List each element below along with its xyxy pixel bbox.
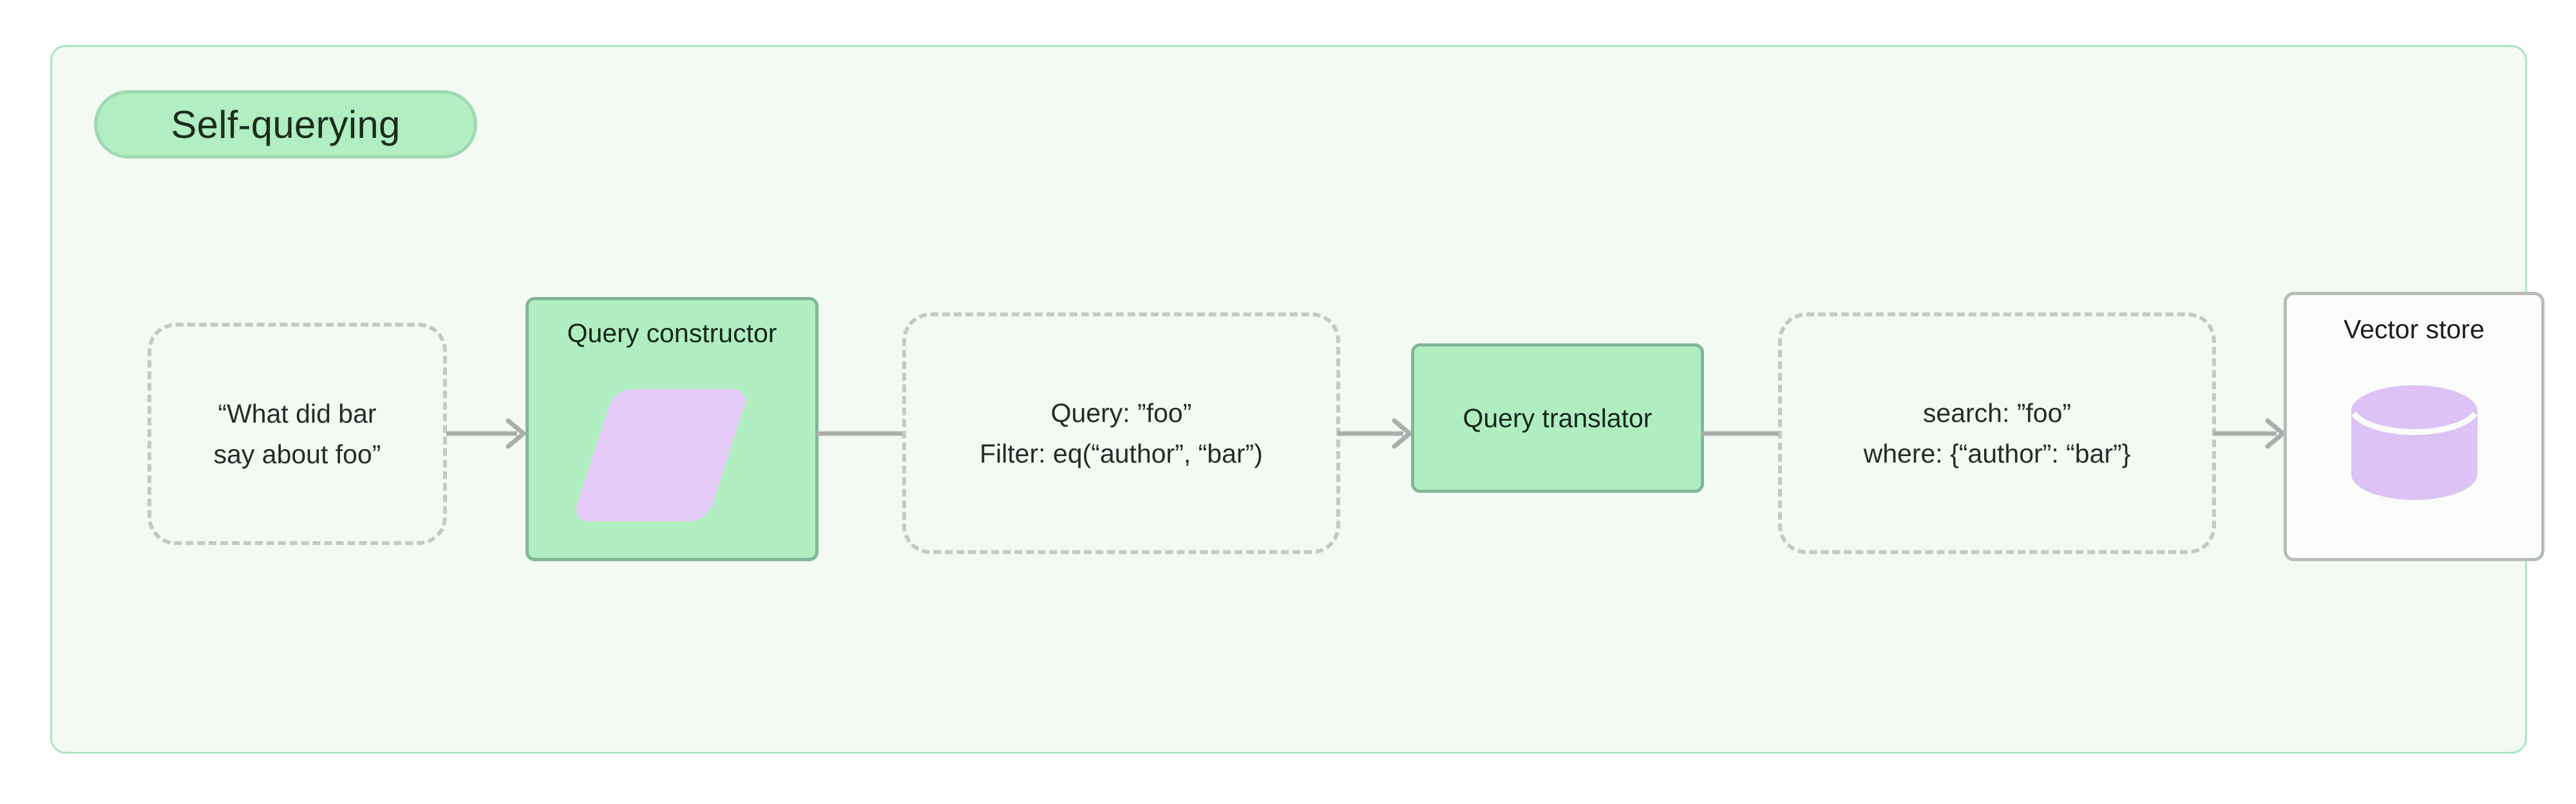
node-translated-query[interactable]: search: ”foo” where: {“author”: “bar”} (1778, 312, 2216, 554)
page-title: Self-querying (171, 102, 401, 146)
arrow-query-constructor-to-structured-query (816, 431, 906, 436)
node-user-query-line-2: say about foo” (213, 439, 381, 469)
node-user-query-line-1: “What did bar (218, 399, 377, 429)
node-translated-query-line-1: search: ”foo” (1922, 398, 2072, 428)
node-structured-query-line-2: Filter: eq(“author”, “bar”) (980, 438, 1263, 468)
flow-row: “What did bar say about foo” Query const… (52, 292, 2544, 561)
arrow-query-translator-to-translated-query (1701, 431, 1782, 436)
self-querying-diagram-frame: Self-querying “What did bar say about fo… (50, 45, 2544, 754)
node-query-constructor[interactable]: Query constructor (526, 297, 819, 561)
node-query-constructor-label: Query constructor (567, 318, 777, 348)
node-vector-store[interactable]: Vector store (2284, 292, 2544, 561)
arrow-user-query-to-query-constructor (446, 418, 526, 449)
node-translated-query-line-2: where: {“author”: “bar”} (1863, 438, 2131, 468)
parallelogram-icon (571, 389, 750, 521)
node-structured-query[interactable]: Query: ”foo” Filter: eq(“author”, “bar”) (902, 312, 1340, 554)
arrow-translated-query-to-vector-store (2213, 418, 2286, 449)
node-structured-query-line-1: Query: ”foo” (1050, 398, 1192, 428)
arrow-structured-query-to-query-translator (1338, 418, 1412, 449)
database-cylinder-icon (2351, 385, 2477, 500)
diagram-title-badge: Self-querying (94, 90, 477, 158)
node-query-translator[interactable]: Query translator (1411, 343, 1704, 493)
node-query-translator-label: Query translator (1463, 403, 1653, 433)
node-user-query[interactable]: “What did bar say about foo” (147, 323, 447, 545)
node-vector-store-label: Vector store (2344, 314, 2485, 344)
